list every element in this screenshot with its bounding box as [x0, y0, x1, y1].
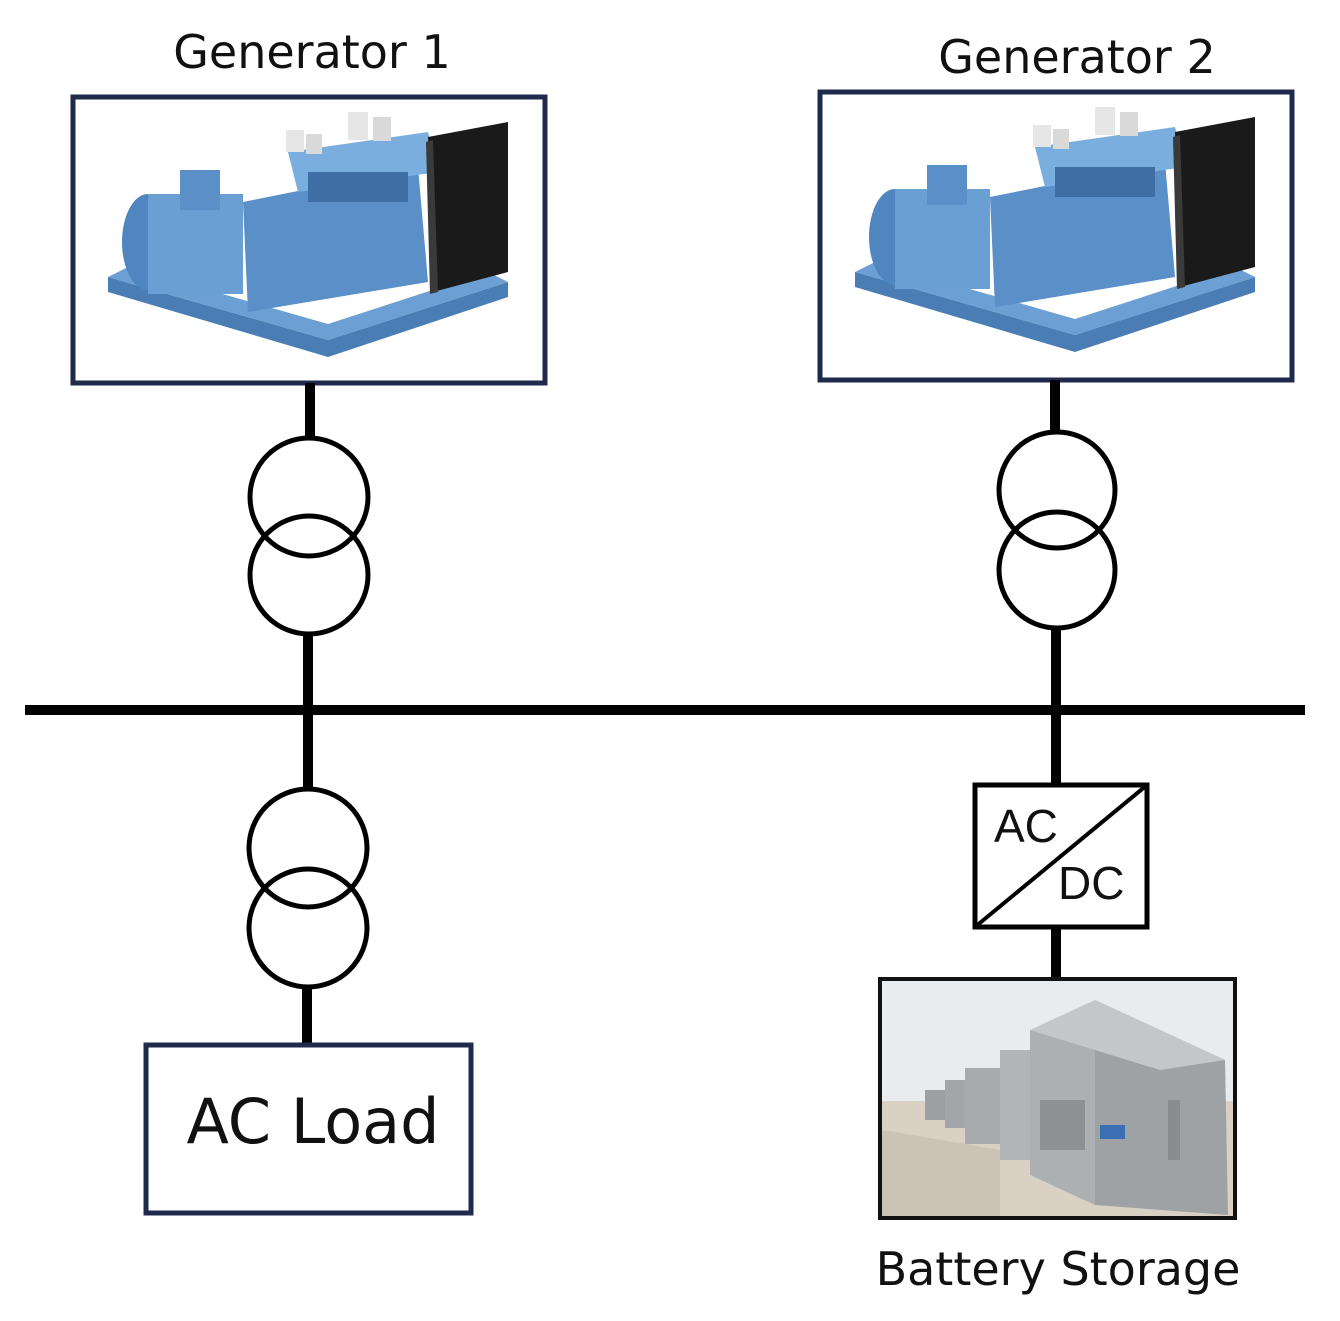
generator-2-box [817, 89, 1295, 383]
generator-2-label: Generator 2 [938, 30, 1215, 84]
battery-storage-box [878, 977, 1237, 1220]
transformer-1-symbol [247, 435, 371, 637]
ac-load-label: AC Load [186, 1085, 439, 1158]
generator-2-image [855, 107, 1255, 352]
generator-1-label: Generator 1 [173, 25, 450, 79]
battery-storage-image [882, 981, 1233, 1216]
ac-load-box: AC Load [143, 1042, 474, 1216]
transformer-3-symbol [246, 786, 370, 990]
generator-1-box [70, 94, 548, 386]
ac-dc-converter: AC DC [972, 782, 1150, 930]
generator-1-image [108, 112, 508, 357]
transformer-2-symbol [996, 429, 1118, 631]
battery-storage-label: Battery Storage [876, 1242, 1241, 1296]
converter-ac-label: AC [994, 800, 1058, 852]
converter-dc-label: DC [1058, 857, 1124, 909]
